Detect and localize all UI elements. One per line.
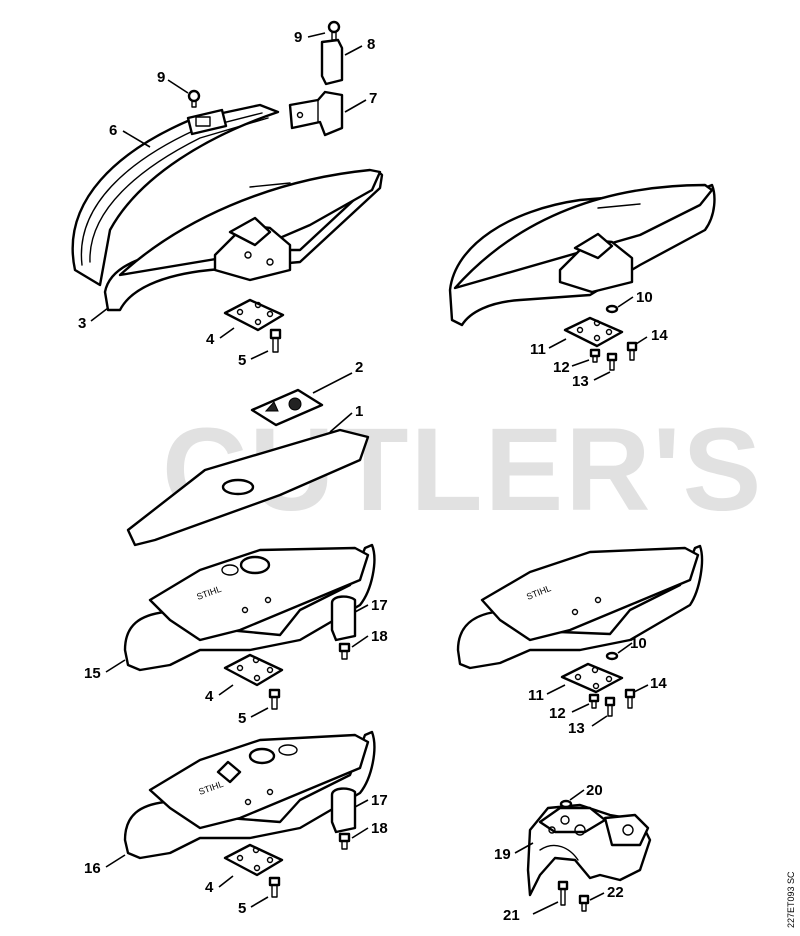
callout-3: 3 bbox=[78, 315, 86, 332]
callout-11-top: 11 bbox=[530, 341, 546, 358]
guard-top-right bbox=[448, 183, 716, 327]
part-16-guard-bottom-left: STIHL bbox=[123, 730, 376, 860]
part-13-screw-mid bbox=[604, 696, 616, 717]
callout-5-bottom: 5 bbox=[238, 900, 246, 917]
part-17-clip-bottom bbox=[330, 787, 357, 834]
callout-18-mid: 18 bbox=[371, 628, 388, 645]
drawing-code: 227ET093 SC bbox=[786, 871, 796, 928]
part-4-plate-top bbox=[223, 298, 285, 332]
leader-lines bbox=[90, 32, 649, 915]
part-6-deflector-strip bbox=[71, 103, 280, 287]
callout-13-top: 13 bbox=[572, 373, 589, 390]
callout-18-bottom: 18 bbox=[371, 820, 388, 837]
part-17-clip-mid bbox=[330, 595, 357, 642]
callout-10-top: 10 bbox=[636, 289, 653, 306]
part-1-blade bbox=[126, 428, 370, 547]
callout-5-mid: 5 bbox=[238, 710, 246, 727]
callout-8: 8 bbox=[367, 36, 375, 53]
part-3-guard-top-left bbox=[103, 168, 384, 312]
part-4-plate-mid bbox=[223, 653, 284, 687]
part-9-screw-a bbox=[327, 20, 341, 41]
part-18-screw-mid bbox=[338, 642, 351, 660]
part-8-clip bbox=[320, 38, 344, 86]
part-5-screw-bottom bbox=[268, 876, 281, 898]
part-21-screw bbox=[557, 880, 569, 906]
part-4-plate-bottom bbox=[223, 843, 284, 877]
callout-10-mid: 10 bbox=[630, 635, 647, 652]
callout-20: 20 bbox=[586, 782, 603, 799]
part-5-screw-mid bbox=[268, 688, 281, 710]
part-10-washer-mid bbox=[605, 651, 619, 661]
callout-17-bottom: 17 bbox=[371, 792, 388, 809]
callout-15: 15 bbox=[84, 665, 101, 682]
part-20-washer bbox=[559, 799, 573, 809]
part-22-screw bbox=[578, 894, 590, 912]
part-14-screw-mid bbox=[624, 688, 636, 709]
callout-19: 19 bbox=[494, 846, 511, 863]
callout-17-mid: 17 bbox=[371, 597, 388, 614]
part-18-screw-bottom bbox=[338, 832, 351, 850]
callout-4-mid: 4 bbox=[205, 688, 214, 705]
part-2-warning-label bbox=[250, 388, 324, 427]
part-19-housing bbox=[526, 803, 652, 897]
callout-4-top: 4 bbox=[206, 331, 215, 348]
callout-22: 22 bbox=[607, 884, 624, 901]
callout-21: 21 bbox=[503, 907, 520, 924]
callout-9-left: 9 bbox=[157, 69, 165, 86]
callout-14-mid: 14 bbox=[650, 675, 667, 692]
callout-labels: 1 2 3 4 4 4 5 5 5 6 7 8 9 9 10 10 11 11 … bbox=[78, 29, 668, 924]
part-10-washer-top bbox=[605, 304, 619, 314]
part-11-plate-top bbox=[563, 316, 624, 348]
part-12-screw-top bbox=[589, 348, 601, 363]
part-14-screw-top bbox=[626, 341, 638, 361]
callout-7: 7 bbox=[369, 90, 377, 107]
part-15-guard-mid-left: STIHL bbox=[123, 543, 376, 672]
callout-4-bottom: 4 bbox=[205, 879, 214, 896]
callout-1: 1 bbox=[355, 403, 363, 420]
callout-5-top: 5 bbox=[238, 352, 246, 369]
part-11-plate-mid bbox=[560, 662, 624, 694]
part-5-screw-top bbox=[269, 328, 282, 353]
callout-11-mid: 11 bbox=[528, 687, 544, 704]
part-9-screw-b bbox=[187, 89, 201, 108]
callout-2: 2 bbox=[355, 359, 363, 376]
callout-6: 6 bbox=[109, 122, 117, 139]
callout-16: 16 bbox=[84, 860, 101, 877]
callout-13-mid: 13 bbox=[568, 720, 585, 737]
callout-12-top: 12 bbox=[553, 359, 570, 376]
part-13-screw-top bbox=[606, 352, 618, 371]
guard-mid-right: STIHL bbox=[456, 544, 704, 670]
callout-14-top: 14 bbox=[651, 327, 668, 344]
part-7-bracket bbox=[288, 90, 344, 137]
callout-9-top: 9 bbox=[294, 29, 302, 46]
callout-12-mid: 12 bbox=[549, 705, 566, 722]
part-12-screw-mid bbox=[588, 693, 600, 709]
